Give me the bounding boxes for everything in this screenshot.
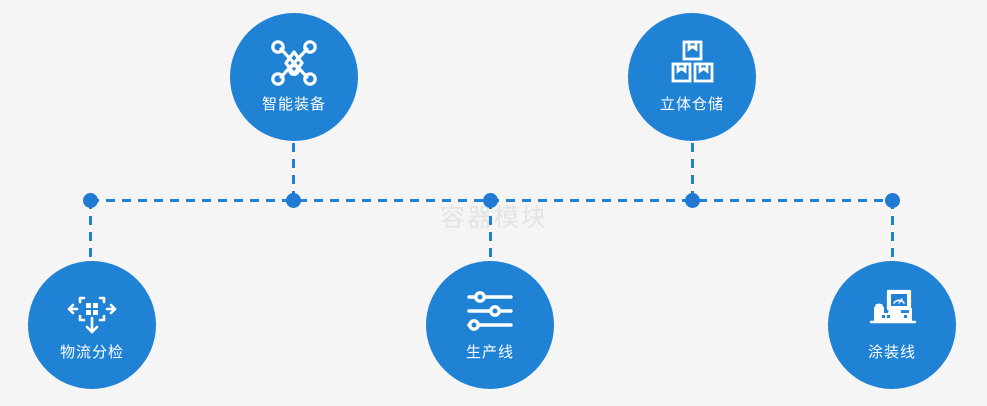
spine-node-3[interactable]	[483, 193, 498, 208]
circle-node-liti-cangchu[interactable]: 立体仓储	[628, 13, 756, 141]
circle-node-shengchan-xian[interactable]: 生产线	[426, 261, 554, 389]
stacked-boxes-icon	[671, 40, 714, 83]
circle-label-liti-cangchu: 立体仓储	[659, 96, 724, 113]
circle-node-tuzhuang-xian[interactable]: 涂装线	[828, 261, 956, 389]
circle-label-tuzhuang-xian: 涂装线	[867, 344, 916, 361]
circle-label-zhineng-zhuangbei: 智能装备	[261, 96, 326, 113]
circle-label-shengchan-xian: 生产线	[465, 344, 514, 361]
circle-node-wuliu-fenjian[interactable]: 物流分检	[28, 261, 156, 389]
spine-node-5[interactable]	[885, 193, 900, 208]
sorting-arrows-icon	[67, 296, 117, 334]
sliders-icon	[467, 291, 513, 331]
spine-node-2[interactable]	[286, 193, 301, 208]
industrial-monitor-icon	[869, 289, 917, 324]
watermark-text: 容器模块	[439, 204, 548, 232]
circle-label-wuliu-fenjian: 物流分检	[59, 344, 124, 361]
spine-node-1[interactable]	[83, 193, 98, 208]
spine-node-4[interactable]	[685, 193, 700, 208]
network-nodes-icon	[271, 40, 317, 86]
circle-node-zhineng-zhuangbei[interactable]: 智能装备	[230, 13, 358, 141]
